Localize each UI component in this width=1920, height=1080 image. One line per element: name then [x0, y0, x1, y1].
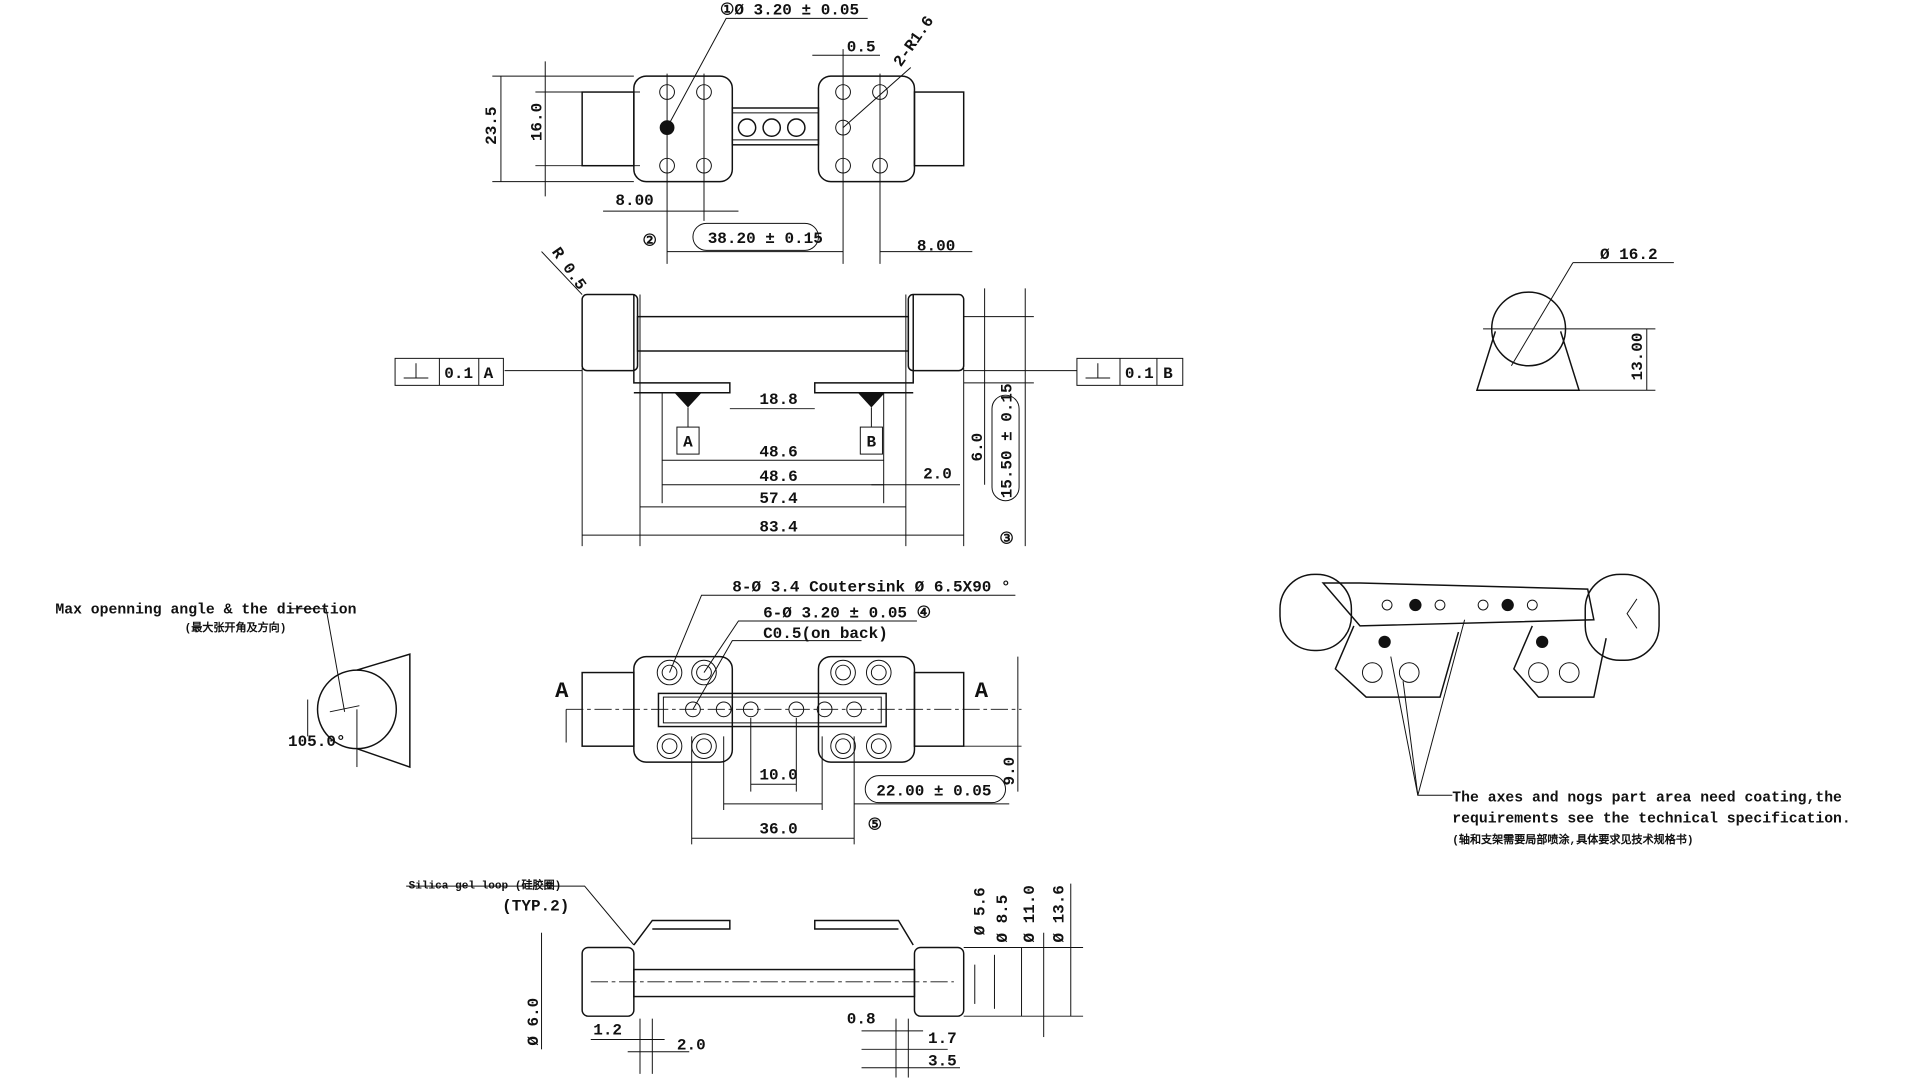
- datum-a-label: A: [683, 434, 693, 452]
- dim-36-0: 36.0: [759, 820, 797, 838]
- silica-gel-label: Silica gel loop (硅胶圈): [409, 878, 562, 893]
- dim-13-00: 13.00: [1629, 333, 1647, 381]
- note-holes: 6-Ø 3.20 ± 0.05 ④: [763, 604, 931, 622]
- dim-83-4: 83.4: [759, 518, 798, 536]
- dim-2-r1-6: 2-R1.6: [890, 13, 938, 70]
- callout-2: ②: [642, 232, 656, 250]
- typ-label: (TYP.2): [502, 898, 569, 916]
- section-marker-a-left: A: [555, 679, 569, 704]
- section-marker-a-right: A: [975, 679, 989, 704]
- bottom-view: 8-Ø 3.4 Coutersink Ø 6.5X90 ° 6-Ø 3.20 ±…: [555, 579, 1022, 845]
- dim-9-0: 9.0: [1001, 757, 1019, 786]
- section-view: Silica gel loop (硅胶圈) (TYP.2) Ø 5.6 Ø 8.…: [406, 878, 1084, 1078]
- note-countersink: 8-Ø 3.4 Coutersink Ø 6.5X90 °: [732, 579, 1010, 597]
- dim-15-50: 15.50 ± 0.15: [999, 383, 1017, 498]
- dim-dia-11-0: Ø 11.0: [1021, 885, 1039, 942]
- dim-2-0-section: 2.0: [677, 1036, 706, 1054]
- dim-48-6-a: 48.6: [759, 444, 797, 462]
- isometric-view: The axes and nogs part area need coating…: [1279, 573, 1851, 847]
- tolerance-right-value: 0.1: [1125, 365, 1154, 383]
- tolerance-left-value: 0.1: [444, 365, 473, 383]
- side-detail: Ø 16.2 13.00: [1475, 246, 1674, 392]
- coating-note-line3: (轴和支架需要局部喷涂,具体要求见技术规格书): [1452, 832, 1693, 847]
- dim-2-0: 2.0: [923, 466, 952, 484]
- callout-1: ①Ø 3.20 ± 0.05: [720, 2, 859, 20]
- dim-6-0: 6.0: [969, 433, 987, 462]
- note-chamfer: C0.5(on back): [763, 625, 888, 643]
- dim-dia-16-2: Ø 16.2: [1600, 246, 1658, 264]
- dim-48-6-b: 48.6: [759, 468, 797, 486]
- callout-3: ③: [999, 531, 1013, 549]
- coating-note-line2: requirements see the technical specifica…: [1452, 811, 1850, 827]
- datum-b-label: B: [866, 434, 876, 452]
- dim-1-2: 1.2: [593, 1022, 622, 1040]
- dim-8-00-right: 8.00: [917, 237, 955, 255]
- front-view: R 0.5 0.1 A 0.1 B 18.8 A B 48.6 48.6 57.…: [394, 244, 1184, 549]
- dim-8-00-left: 8.00: [615, 192, 653, 210]
- dim-22-00: 22.00 ± 0.05: [876, 782, 991, 800]
- dim-0-5: 0.5: [847, 39, 876, 57]
- dim-dia-6-0: Ø 6.0: [525, 998, 543, 1046]
- dim-dia-8-5: Ø 8.5: [994, 895, 1012, 943]
- dim-57-4: 57.4: [759, 490, 798, 508]
- dim-16-0: 16.0: [529, 103, 547, 141]
- dim-1-7: 1.7: [928, 1030, 957, 1048]
- tolerance-right-datum: B: [1163, 365, 1173, 383]
- dim-38-20: 38.20 ± 0.15: [708, 230, 823, 248]
- dim-10-0: 10.0: [759, 766, 797, 784]
- dim-0-8: 0.8: [847, 1011, 876, 1029]
- angle-value: 105.0°: [288, 733, 346, 751]
- dim-r0-5: R 0.5: [547, 244, 589, 294]
- angle-view: Max openning angle & the direction (最大张开…: [55, 603, 411, 769]
- dim-3-5: 3.5: [928, 1052, 957, 1070]
- tolerance-left-datum: A: [484, 365, 494, 383]
- coating-note-line1: The axes and nogs part area need coating…: [1452, 790, 1842, 806]
- angle-label: Max openning angle & the direction: [55, 603, 356, 619]
- dim-dia-5-6: Ø 5.6: [972, 887, 990, 935]
- dim-23-5: 23.5: [483, 107, 501, 145]
- angle-label-cn: (最大张开角及方向): [185, 620, 287, 635]
- callout-5: ⑤: [868, 817, 882, 835]
- dim-dia-13-6: Ø 13.6: [1050, 885, 1068, 942]
- top-view: ①Ø 3.20 ± 0.05 0.5 2-R1.6 23.5 16.0 8.00…: [483, 2, 973, 264]
- dim-18-8: 18.8: [759, 391, 797, 409]
